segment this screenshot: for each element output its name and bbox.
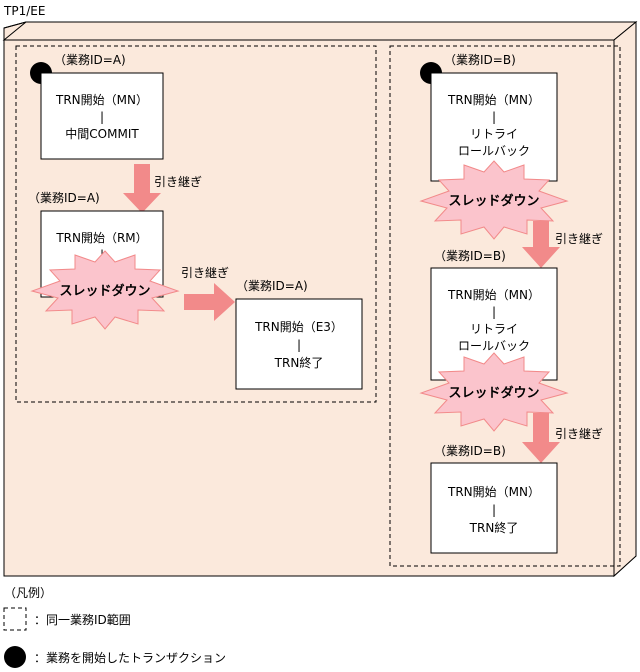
box-b1-line-2: | <box>492 110 496 124</box>
box-b2: （業務ID=B) TRN開始（MN） | リトライ ロールバック <box>430 249 558 381</box>
thread-down-text-b2: スレッドダウン <box>448 385 539 401</box>
legend-title: （凡例） <box>4 586 52 600</box>
box-b2-line-1: TRN開始（MN） <box>447 288 540 302</box>
legend: （凡例） ：同一業務ID範囲 ：業務を開始したトランザクション <box>3 586 226 668</box>
thread-down-burst-b1: スレッドダウン <box>419 160 569 240</box>
arrow-b1-b2: 引き継ぎ <box>522 221 603 268</box>
thread-down-burst-a: スレッドダウン <box>30 250 180 330</box>
box-a3-line-1: TRN開始（E3） <box>254 320 343 334</box>
box-a1-line-2: | <box>100 110 104 124</box>
thread-down-text-a: スレッドダウン <box>59 283 150 299</box>
box-b3-line-2: | <box>492 503 496 517</box>
box-a3-line-2: | <box>297 338 301 352</box>
box-b3: （業務ID=B) TRN開始（MN） | TRN終了 <box>430 444 558 554</box>
arrow-a2-a3-label: 引き継ぎ <box>181 265 229 280</box>
legend-dot-swatch <box>4 646 26 668</box>
legend-dashed-label: ：同一業務ID範囲 <box>34 612 131 627</box>
arrow-a2-a3: 引き継ぎ <box>181 265 235 321</box>
box-a1-line-1: TRN開始（MN） <box>55 93 148 107</box>
arrow-b2-b3: 引き継ぎ <box>522 413 603 463</box>
arrow-b2-b3-label: 引き継ぎ <box>555 426 603 441</box>
box-a1-line-3: 中間COMMIT <box>65 126 139 141</box>
group-a-scope <box>15 45 377 403</box>
arrow-a1-a2-label: 引き継ぎ <box>154 174 202 189</box>
group-b-scope <box>389 45 621 567</box>
box-b2-label: （業務ID=B) <box>434 249 506 263</box>
thread-down-text-b1: スレッドダウン <box>448 193 539 209</box>
box-b2-line-2: | <box>492 305 496 319</box>
box-b3-line-1: TRN開始（MN） <box>447 485 540 499</box>
box-a1-label: （業務ID=A) <box>54 53 126 67</box>
diagram-title: TP1/EE <box>3 4 45 18</box>
box-b2-line-3: リトライ <box>470 322 518 336</box>
arrow-b1-b2-label: 引き継ぎ <box>555 231 603 246</box>
box-b3-label: （業務ID=B) <box>434 444 506 458</box>
box-b1-line-4: ロールバック <box>458 144 530 158</box>
box-b1-line-1: TRN開始（MN） <box>447 93 540 107</box>
box-a3: （業務ID=A) TRN開始（E3） | TRN終了 <box>235 279 363 390</box>
box-b1-label: （業務ID=B) <box>444 53 516 67</box>
thread-down-burst-b2: スレッドダウン <box>419 352 569 432</box>
arrow-a1-a2: 引き継ぎ <box>123 164 202 213</box>
box-a1: （業務ID=A) TRN開始（MN） | 中間COMMIT <box>30 53 164 160</box>
box-a2-label: （業務ID=A) <box>28 191 100 205</box>
box-a3-label: （業務ID=A) <box>236 279 308 293</box>
box-b3-line-3: TRN終了 <box>469 520 519 535</box>
box-b1-line-3: リトライ <box>470 127 518 141</box>
legend-dashed-swatch <box>3 607 27 631</box>
box-b2-line-4: ロールバック <box>458 339 530 353</box>
box-a3-line-3: TRN終了 <box>274 355 324 370</box>
legend-dot-label: ：業務を開始したトランザクション <box>34 651 226 665</box>
box-a2-line-1: TRN開始（RM） <box>55 231 147 245</box>
